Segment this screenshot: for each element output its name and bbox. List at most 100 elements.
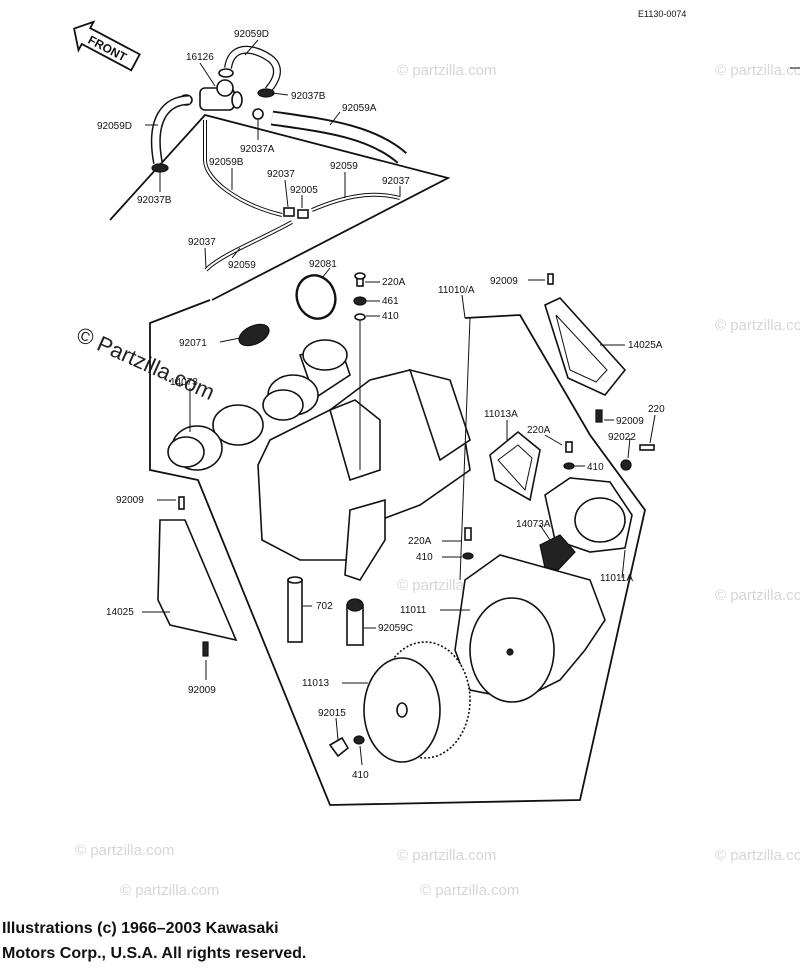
- part-label: 92037: [188, 237, 216, 248]
- filter-11013a: [489, 430, 541, 502]
- duct-ring: [167, 436, 205, 468]
- hose-92059-lower-inner: [205, 221, 293, 271]
- part-label: 14073A: [516, 519, 551, 530]
- washer-410-mid: [563, 462, 575, 470]
- washer-410-low: [462, 552, 474, 560]
- washer-410: [354, 313, 366, 321]
- part-label: 92059: [228, 260, 256, 271]
- joint-92005: [283, 207, 295, 217]
- hose-92059d-left: [150, 95, 191, 164]
- part-label: 92037B: [137, 195, 172, 206]
- clamp: [218, 68, 234, 78]
- part-label: 92059D: [97, 121, 132, 132]
- part-label: 11013A: [484, 409, 518, 420]
- clamp-92037b-left: [151, 163, 169, 173]
- watermark: © partzilla.com: [715, 847, 800, 864]
- part-label: 92037: [267, 169, 295, 180]
- watermark: © partzilla.com: [397, 847, 496, 864]
- watermark: © partzilla.com: [715, 587, 800, 604]
- part-label: 92037A: [240, 144, 275, 155]
- bolt-stack-top: [353, 272, 367, 321]
- breather-group: [150, 45, 407, 272]
- leader-lines: [142, 39, 656, 766]
- valve-port: [231, 91, 243, 109]
- part-label: 92015: [318, 708, 346, 719]
- part-label: 92005: [290, 185, 318, 196]
- joint: [297, 209, 309, 219]
- part-label: 14025A: [628, 340, 663, 351]
- clamp-92037a: [252, 108, 264, 120]
- hose-92059d-left-inner: [152, 96, 191, 164]
- duct-14073a: [539, 534, 576, 571]
- part-label: 92037: [382, 176, 410, 187]
- airbox-frame: [149, 299, 646, 806]
- part-label: 11011A: [600, 573, 633, 584]
- part-label: 92022: [608, 432, 636, 443]
- filter-center: [396, 702, 408, 718]
- part-label: 11010/A: [438, 285, 475, 296]
- part-label: 702: [316, 601, 333, 612]
- duct-ring: [212, 404, 264, 446]
- bolt-92009-left: [178, 496, 185, 510]
- part-label: 92081: [309, 259, 337, 270]
- part-label: 461: [382, 296, 399, 307]
- intake-ducts-14073: [167, 339, 351, 471]
- exploded-parts-diagram: © partzilla.com © partzilla.com © partzi…: [73, 9, 800, 899]
- air-filter-11013: [363, 641, 471, 763]
- clamp-92071: [238, 323, 270, 347]
- diagram-code: E1130-0074: [638, 9, 686, 19]
- hose-92059b-inner: [204, 120, 283, 216]
- clamp-92037b: [257, 88, 275, 98]
- part-label: 92009: [188, 685, 216, 696]
- bolt-220a-low: [464, 527, 472, 541]
- wing-nut-92015: [328, 736, 350, 758]
- tube-702-top: [287, 576, 303, 584]
- part-label: 92009: [616, 416, 644, 427]
- part-label: 14073: [170, 377, 198, 388]
- valve-cap: [216, 79, 234, 97]
- part-label: 220A: [527, 425, 551, 436]
- part-label: 11013: [302, 678, 330, 689]
- duct-ring: [302, 339, 348, 371]
- part-label: 92009: [116, 495, 144, 506]
- air-box-inner: [329, 399, 381, 482]
- o-ring-92081: [295, 274, 337, 320]
- part-label: 92071: [179, 338, 207, 349]
- copyright-line-1: Illustrations (c) 1966–2003 Kawasaki: [2, 920, 279, 937]
- cover-14025: [157, 519, 238, 642]
- bolt-92009-right: [595, 409, 603, 423]
- watermark: © partzilla.com: [715, 62, 800, 79]
- front-arrow: FRONT: [73, 20, 141, 72]
- part-label: 14025: [106, 607, 134, 618]
- air-box-flange: [344, 498, 386, 581]
- air-box-11010a: [257, 320, 471, 581]
- washer-410-bot: [353, 735, 365, 745]
- hose-92059-right-inner: [311, 193, 401, 211]
- part-labels: 92059D 16126 92037B 92059D 92059A 92037A…: [97, 29, 665, 781]
- part-label: 220: [648, 404, 665, 415]
- watermark-main: © Partzilla.com: [73, 322, 219, 405]
- front-arrow-shape: [73, 20, 141, 72]
- hose-92059d-top-inner: [225, 47, 280, 92]
- part-label: 410: [587, 462, 604, 473]
- hose-92059a-inner: [271, 112, 406, 163]
- filter-11013a-inner: [497, 444, 533, 492]
- part-label: 410: [382, 311, 399, 322]
- part-label: 410: [416, 552, 433, 563]
- part-label: 16126: [186, 52, 214, 63]
- part-label: 92009: [490, 276, 518, 287]
- watermark: © partzilla.com: [120, 882, 219, 899]
- collar-461: [353, 296, 367, 306]
- hose-92059c-top: [346, 598, 364, 612]
- watermark: © partzilla.com: [397, 62, 496, 79]
- bolt-92009: [547, 273, 554, 285]
- bolt-92009-bottom: [202, 641, 209, 657]
- copyright-line-2: Motors Corp., U.S.A. All rights reserved…: [2, 945, 307, 962]
- washer-92022: [620, 459, 632, 471]
- case-11011a-opening: [574, 497, 626, 543]
- part-label: 92059D: [234, 29, 269, 40]
- watermark: © partzilla.com: [420, 882, 519, 899]
- bolt-head: [354, 272, 366, 280]
- cover-14025a-inner: [555, 314, 608, 383]
- bolt-220: [639, 444, 655, 451]
